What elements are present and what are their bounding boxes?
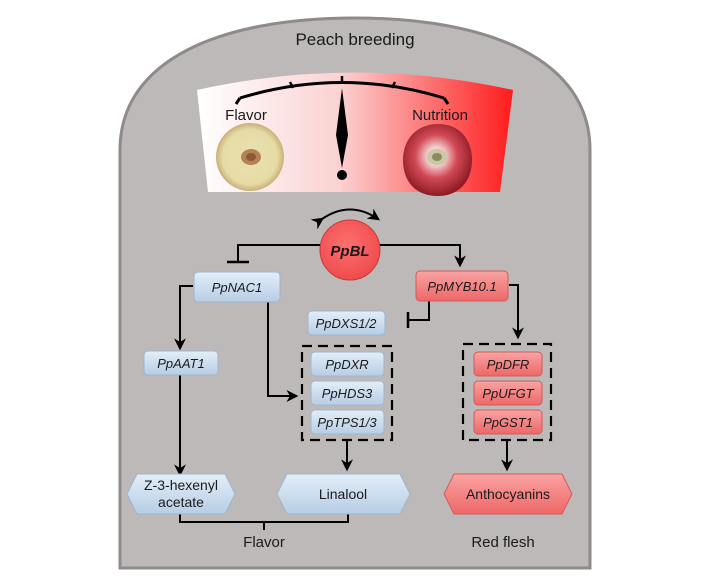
node-ppdxr-label: PpDXR (325, 357, 368, 372)
node-ppufgt-label: PpUFGT (482, 386, 534, 401)
gauge-tick (442, 97, 450, 105)
trait-flavor: Flavor (243, 534, 285, 551)
node-ppmyb10-label: PpMYB10.1 (427, 279, 496, 294)
node-ppufgt[interactable]: PpUFGT (473, 380, 543, 406)
flavor-bracket (179, 514, 349, 530)
white-peach-image (216, 123, 284, 191)
product-hexenyl-line2: acetate (158, 494, 204, 510)
node-ppbl[interactable]: PpBL (319, 219, 381, 281)
anthocyanin-gene-cluster (461, 342, 553, 442)
product-anthocyanins[interactable]: Anthocyanins (443, 473, 573, 515)
gauge-left-label: Flavor (225, 107, 267, 124)
diagram-title: Peach breeding (295, 30, 414, 49)
node-pphds3-label: PpHDS3 (322, 386, 373, 401)
node-ppaat1[interactable]: PpAAT1 (143, 350, 219, 376)
edge-ppbl-activates-ppmyb10 (380, 244, 466, 268)
product-anthocyanins-label: Anthocyanins (466, 486, 550, 502)
red-peach-image (403, 124, 472, 196)
edge-ppmyb10-inhibits-ppdxs (408, 300, 430, 321)
gauge-needle-pivot (337, 170, 347, 180)
node-ppdxs-label: PpDXS1/2 (316, 316, 377, 331)
gauge-right-label: Nutrition (412, 107, 468, 124)
node-ppdfr-label: PpDFR (487, 357, 530, 372)
node-ppnac1-label: PpNAC1 (212, 280, 263, 295)
node-pptps[interactable]: PpTPS1/3 (310, 409, 385, 435)
node-ppbl-label: PpBL (330, 243, 369, 260)
gauge-tick (288, 81, 295, 89)
flavor-nutrition-gauge: Flavor Nutrition (197, 72, 513, 196)
node-ppdxr[interactable]: PpDXR (310, 351, 385, 377)
gauge-needle (336, 88, 348, 168)
edge-ppnac1-activates-ppaat1 (174, 285, 193, 351)
node-ppnac1[interactable]: PpNAC1 (193, 271, 281, 303)
product-hexenyl-acetate[interactable]: Z-3-hexenyl acetate (126, 473, 236, 515)
node-pptps-label: PpTPS1/3 (317, 415, 377, 430)
node-ppdxs[interactable]: PpDXS1/2 (307, 310, 386, 336)
trait-red-flesh: Red flesh (471, 534, 534, 551)
node-ppgst1-label: PpGST1 (483, 415, 533, 430)
gauge-tick (390, 81, 397, 89)
node-ppmyb10[interactable]: PpMYB10.1 (415, 270, 509, 302)
node-ppaat1-label: PpAAT1 (157, 356, 204, 371)
edge-ppbl-inhibits-ppnac1 (237, 244, 320, 262)
node-ppgst1[interactable]: PpGST1 (473, 409, 543, 435)
product-linalool[interactable]: Linalool (276, 473, 411, 515)
reciprocal-arrow-icon (310, 208, 380, 230)
edge-ppmyb10-activates-red-cluster (509, 284, 524, 340)
node-ppdfr[interactable]: PpDFR (473, 351, 543, 377)
terpene-gene-cluster (300, 344, 394, 442)
product-hexenyl-line1: Z-3-hexenyl (144, 477, 218, 493)
edge-ppnac1-activates-blue-cluster (267, 300, 299, 402)
product-linalool-label: Linalool (319, 486, 367, 502)
gauge-tick (234, 97, 242, 105)
node-pphds3[interactable]: PpHDS3 (310, 380, 385, 406)
